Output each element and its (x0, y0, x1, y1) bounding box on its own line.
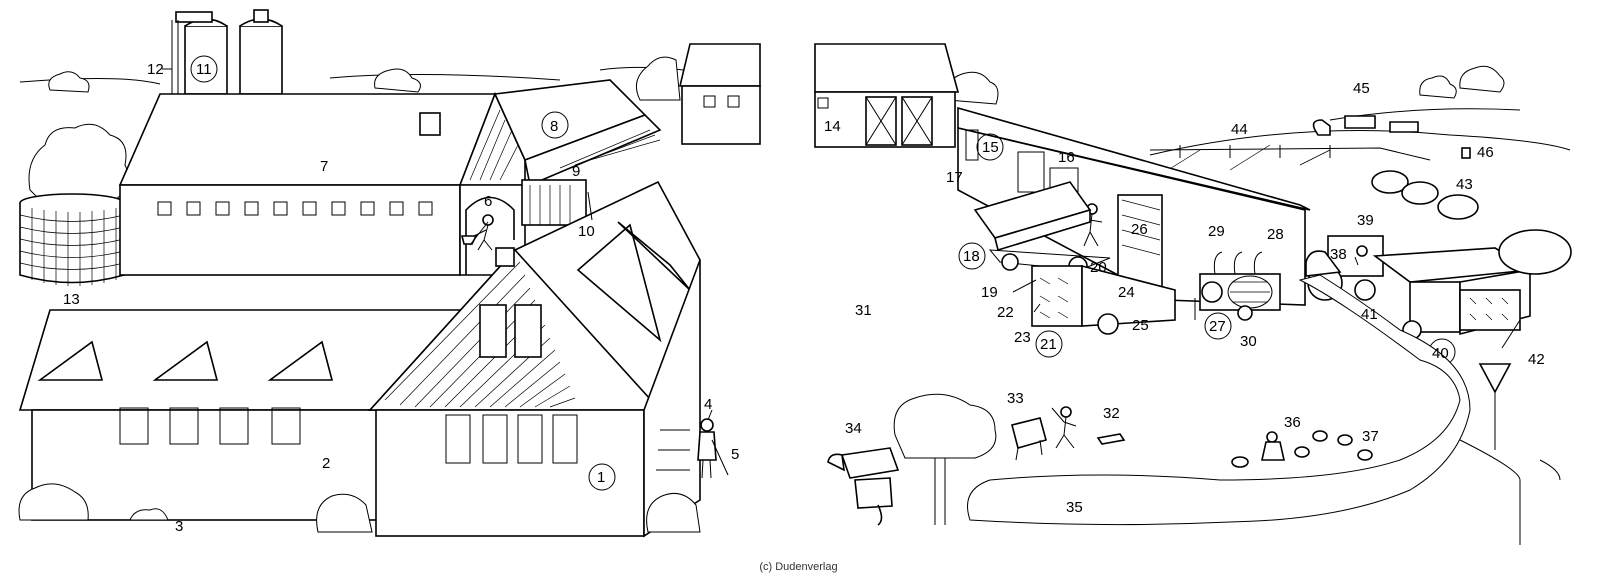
tipping-trailer (958, 181, 1111, 276)
bushes-left (18, 483, 701, 533)
tree-center (893, 393, 997, 525)
silos (171, 9, 283, 95)
cow-and-herdsman (1011, 406, 1126, 461)
label-33: 33 (1007, 390, 1024, 407)
label-16: 16 (1058, 149, 1075, 166)
label-20: 20 (1090, 259, 1107, 276)
label-7: 7 (320, 158, 328, 175)
label-4: 4 (704, 396, 712, 413)
label-42: 42 (1528, 351, 1545, 368)
machine-shed (957, 106, 1311, 306)
label-6: 6 (484, 193, 492, 210)
label-44: 44 (1231, 121, 1248, 138)
label-2: 2 (322, 455, 330, 472)
label-36: 36 (1284, 414, 1301, 431)
label-46: 46 (1477, 144, 1494, 161)
label-21: 21 (1040, 336, 1057, 353)
water-tank (19, 193, 125, 286)
label-18: 18 (963, 248, 980, 265)
label-28: 28 (1267, 226, 1284, 243)
label-43: 43 (1456, 176, 1473, 193)
road-sign (1459, 363, 1561, 545)
label-27: 27 (1209, 318, 1226, 335)
grazing-cows (1312, 115, 1419, 136)
poultry-feeding (1231, 430, 1373, 468)
manure-spreader (1031, 264, 1176, 358)
label-15: 15 (982, 139, 999, 156)
label-12: 12 (147, 61, 164, 78)
label-9: 9 (572, 163, 580, 180)
label-13: 13 (63, 291, 80, 308)
label-26: 26 (1131, 221, 1148, 238)
trees-left (28, 56, 681, 201)
label-1: 1 (597, 469, 605, 486)
rotary-drum (1194, 251, 1281, 340)
hay-bales (1371, 170, 1572, 275)
label-45: 45 (1353, 80, 1370, 97)
pasture-fence (1149, 145, 1471, 161)
label-29: 29 (1208, 223, 1225, 240)
label-34: 34 (845, 420, 862, 437)
label-31: 31 (855, 302, 872, 319)
label-40: 40 (1432, 345, 1449, 362)
copyright-credit: (c) Dudenverlag (759, 561, 838, 573)
long-shed (493, 79, 662, 226)
label-32: 32 (1103, 405, 1120, 422)
label-38: 38 (1330, 246, 1347, 263)
label-39: 39 (1357, 212, 1374, 229)
label-3: 3 (175, 518, 183, 535)
label-17: 17 (946, 169, 963, 186)
label-19: 19 (981, 284, 998, 301)
farmhouse-wing (18, 309, 472, 521)
label-10: 10 (578, 223, 595, 240)
label-24: 24 (1118, 284, 1135, 301)
far-building-left (678, 43, 761, 145)
label-11: 11 (196, 61, 212, 78)
hay-trailer (1372, 247, 1533, 366)
hedge-path (967, 274, 1471, 526)
barn-windows (157, 201, 433, 216)
cows-left (827, 447, 900, 526)
label-41: 41 (1361, 306, 1378, 323)
farmhouse-main (368, 180, 701, 538)
label-25: 25 (1132, 317, 1149, 334)
trees-right (946, 65, 1505, 105)
label-22: 22 (997, 304, 1014, 321)
label-14: 14 (824, 118, 841, 135)
far-building-right (814, 43, 960, 148)
label-8: 8 (550, 118, 558, 135)
label-30: 30 (1240, 333, 1257, 350)
label-37: 37 (1362, 428, 1379, 445)
label-35: 35 (1066, 499, 1083, 516)
number-labels: 1 2 3 4 5 6 7 8 9 10 11 12 13 14 15 16 1… (63, 61, 1545, 535)
label-23: 23 (1014, 329, 1031, 346)
leader-lines (162, 68, 1521, 421)
woman-with-broom (697, 418, 729, 479)
main-barn (118, 91, 526, 276)
label-5: 5 (731, 446, 739, 463)
